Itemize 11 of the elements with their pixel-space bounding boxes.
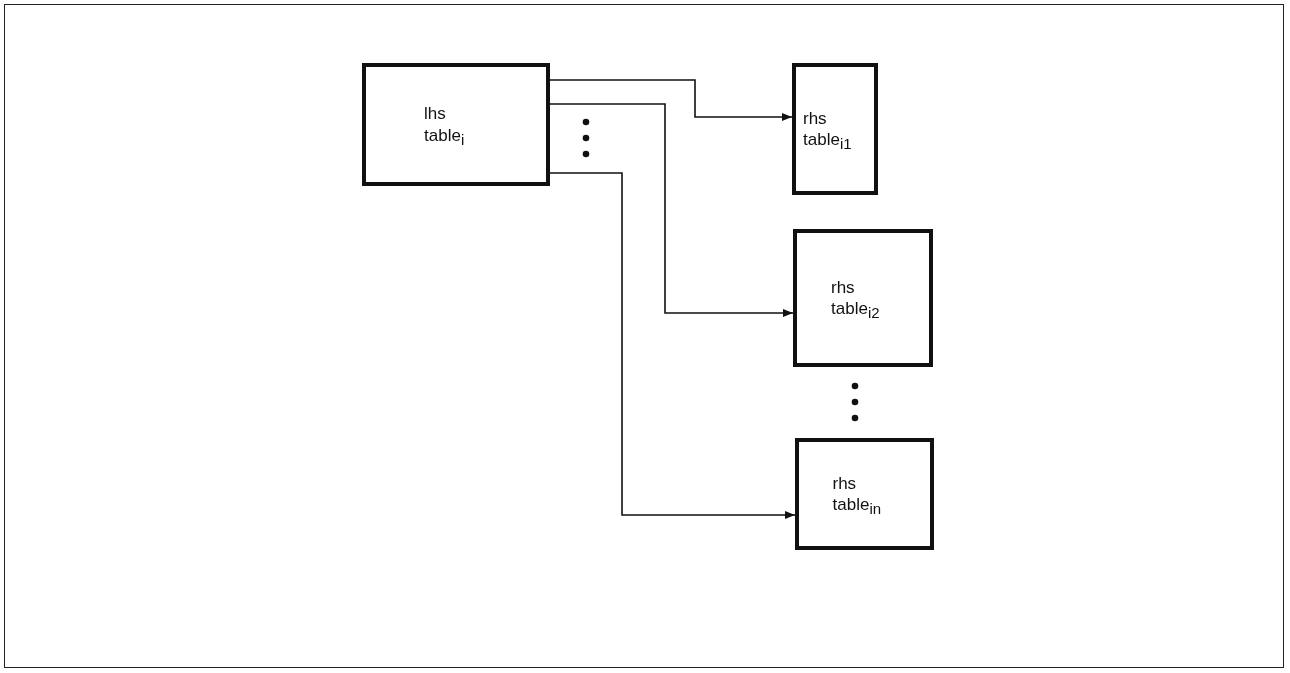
- connector-arrow: [549, 172, 796, 519]
- table-box: [792, 63, 878, 195]
- table-box: [795, 438, 934, 550]
- table-box: [793, 229, 933, 367]
- table-label: rhs table$_{i1}$: [803, 107, 853, 151]
- table-label: lhs table$_{i}$: [424, 103, 466, 146]
- table-label: rhs table$_{in}$: [832, 472, 883, 516]
- connector-arrow: [549, 79, 793, 121]
- connector-arrow: [549, 103, 794, 317]
- table-box: [362, 63, 550, 186]
- table-label: rhs table$_{i2}$: [831, 276, 881, 320]
